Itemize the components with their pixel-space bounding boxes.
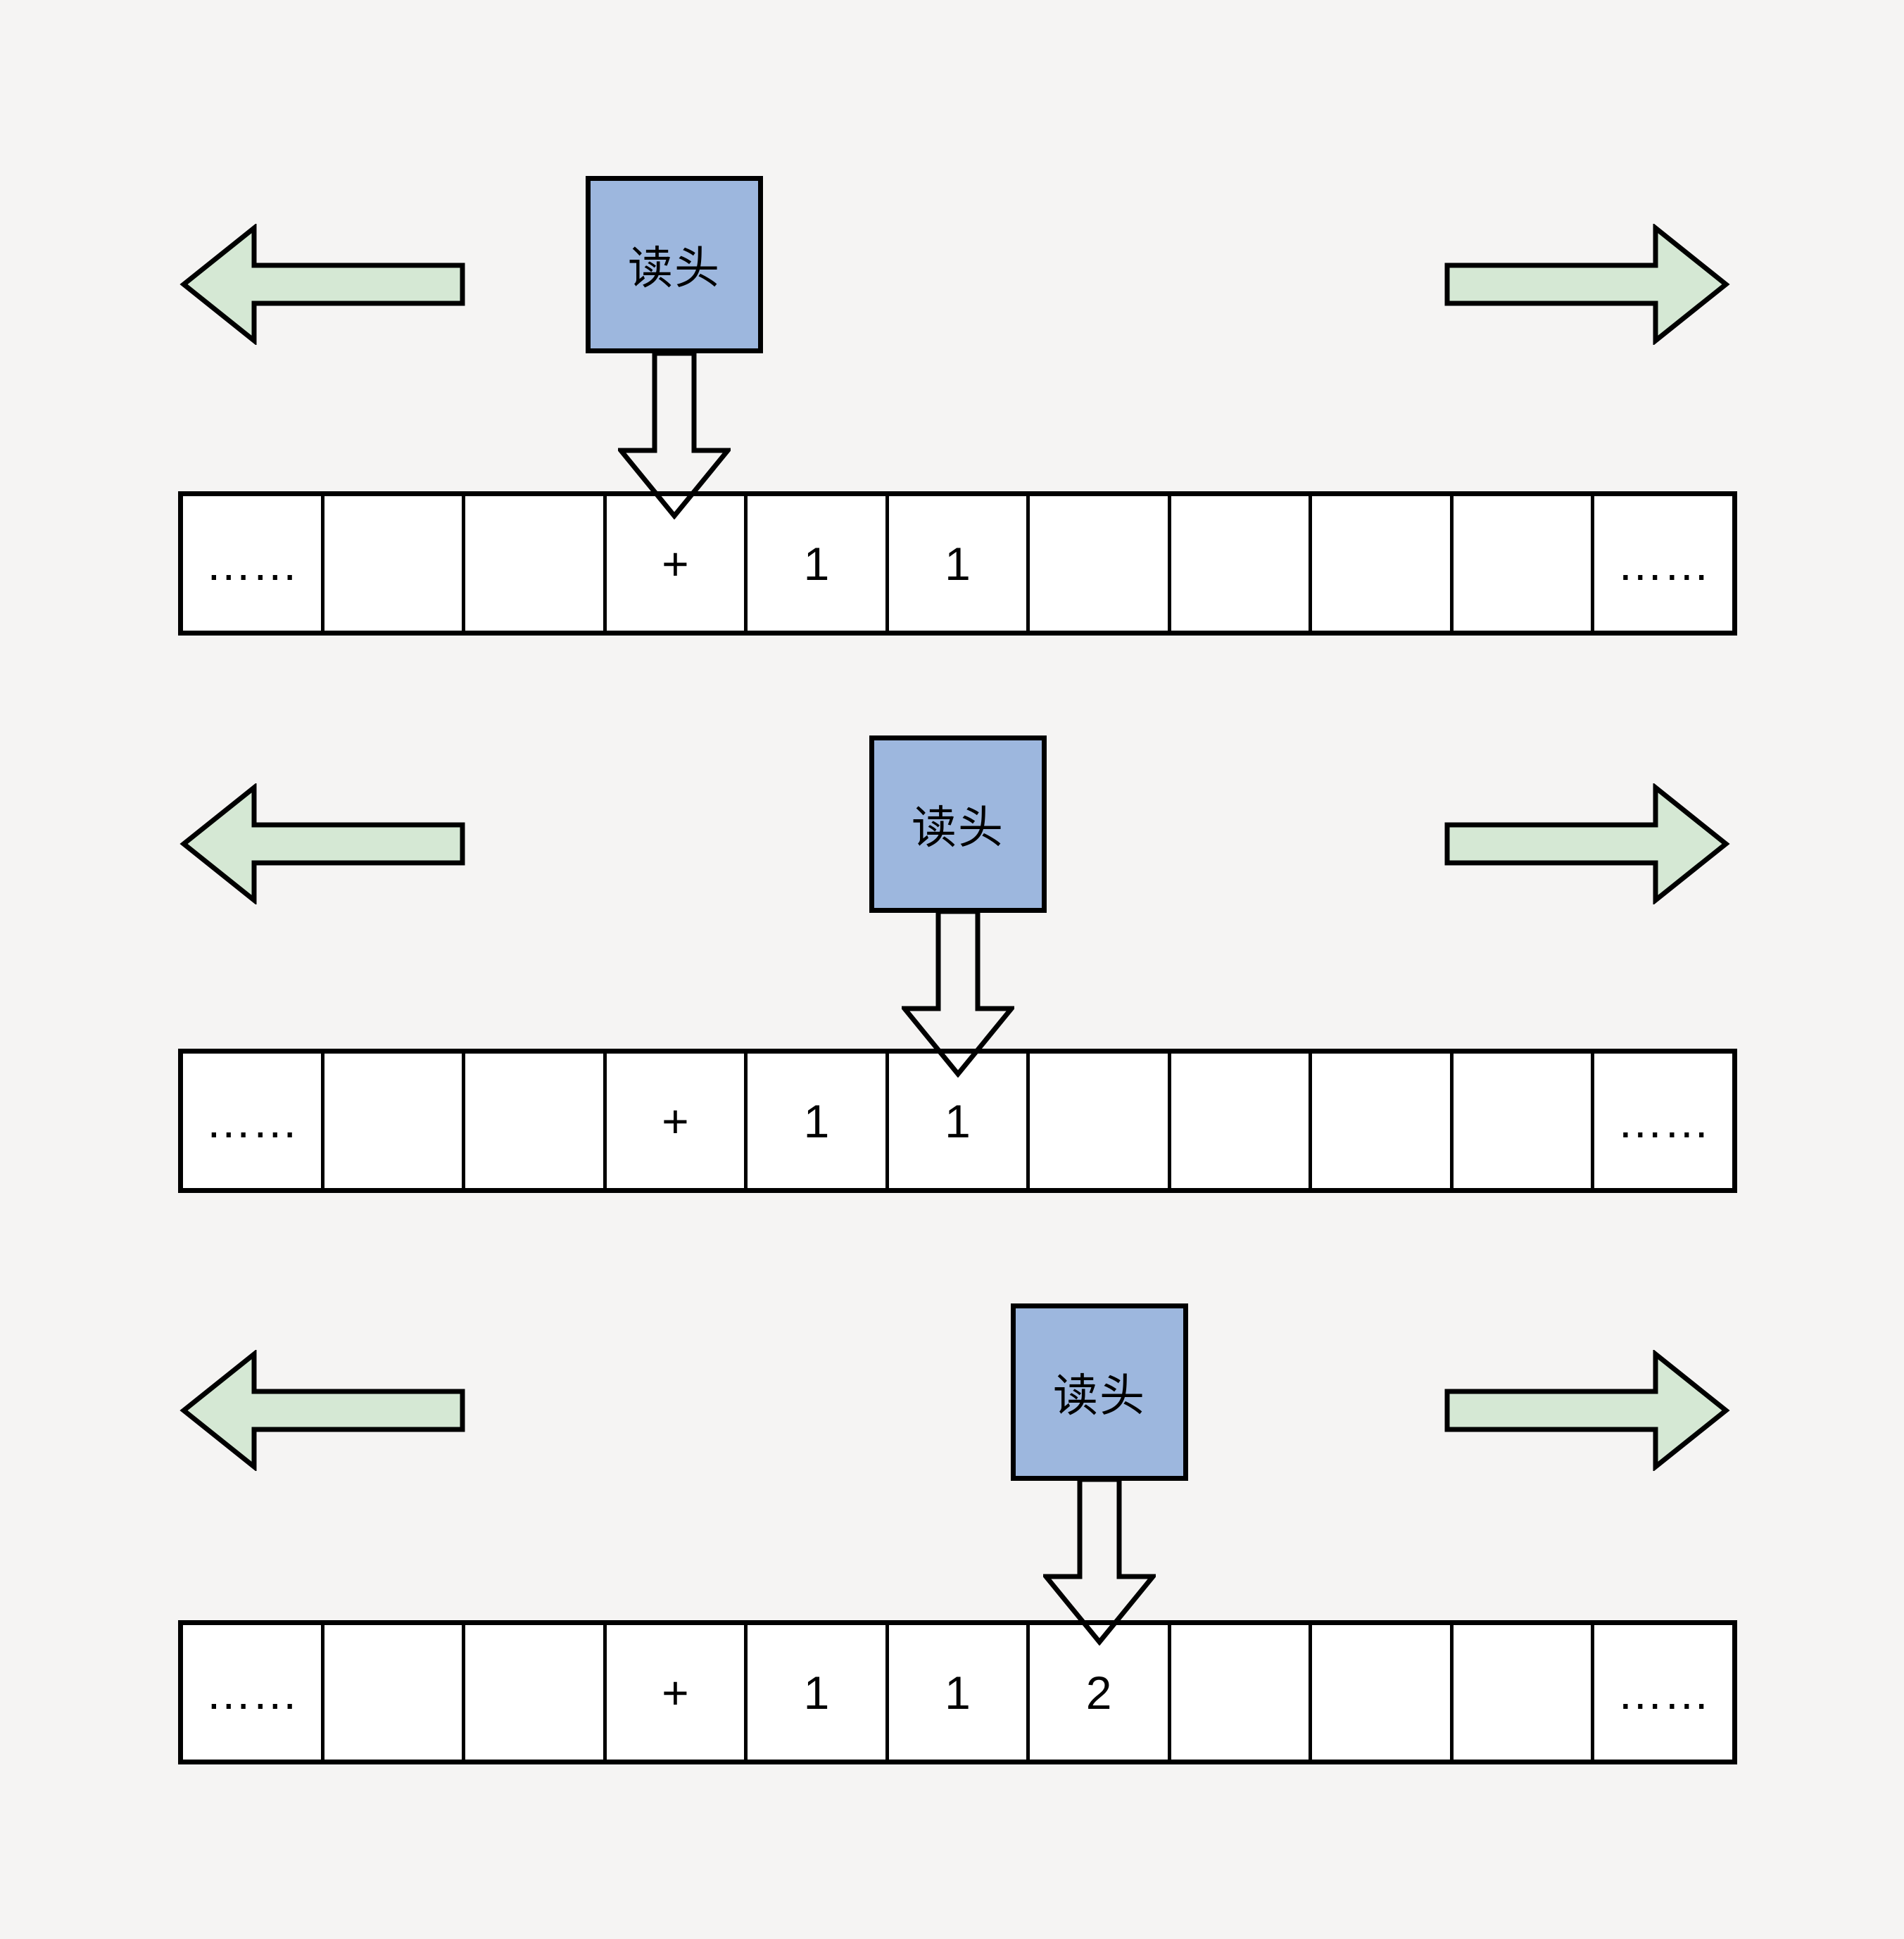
read-head-box: 读头	[869, 735, 1047, 913]
tape-cell: ……	[1617, 1094, 1710, 1147]
move-left-arrow-icon	[179, 1350, 465, 1471]
read-head-label: 读头	[1053, 1370, 1146, 1421]
tape-cell	[1454, 496, 1595, 631]
tape-cell: ……	[1617, 537, 1710, 590]
tape: …… + 1 1 2 ……	[178, 1620, 1737, 1764]
tape-cell	[1312, 1625, 1454, 1760]
tape-cell	[465, 1054, 607, 1188]
read-head-box: 读头	[1011, 1303, 1188, 1481]
tape-cell	[1171, 1054, 1313, 1188]
move-left-arrow-icon	[179, 224, 465, 345]
tape-cell	[1312, 1054, 1454, 1188]
tape-cell: +	[607, 1625, 748, 1760]
tape-cell	[1454, 1625, 1595, 1760]
move-right-arrow-icon	[1444, 783, 1730, 904]
tape-cell: +	[607, 1054, 748, 1188]
tape-cell	[1171, 1625, 1313, 1760]
head-pointer-down-arrow-icon	[902, 909, 1014, 1078]
move-right-arrow-icon	[1444, 1350, 1730, 1471]
tape-cell	[1030, 496, 1171, 631]
tape-cell	[324, 1625, 466, 1760]
head-pointer-down-arrow-icon	[618, 350, 731, 519]
tape-cell: 2	[1030, 1625, 1171, 1760]
tape-cell	[1454, 1054, 1595, 1188]
move-right-arrow-icon	[1444, 224, 1730, 345]
tape-cell: 1	[748, 496, 889, 631]
tape-cell: 1	[889, 1625, 1030, 1760]
tape-cell	[324, 1054, 466, 1188]
tape-cell: +	[607, 496, 748, 631]
tape-cell	[1030, 1054, 1171, 1188]
read-head-label: 读头	[628, 243, 721, 293]
tape-cell: ……	[183, 1054, 324, 1188]
tape-cell: ……	[183, 496, 324, 631]
tape-cell	[465, 1625, 607, 1760]
tape-cell: 1	[748, 1625, 889, 1760]
tape-cell: 1	[889, 1054, 1030, 1188]
tape-cell	[1312, 496, 1454, 631]
read-head-box: 读头	[586, 176, 763, 353]
head-pointer-down-arrow-icon	[1043, 1477, 1156, 1646]
tape: …… + 1 1 ……	[178, 491, 1737, 636]
tape-cell: ……	[1617, 1666, 1710, 1719]
tape-cell	[1171, 496, 1313, 631]
tape-cell	[324, 496, 466, 631]
move-left-arrow-icon	[179, 783, 465, 904]
tape-cell	[465, 496, 607, 631]
tape-cell: ……	[183, 1625, 324, 1760]
tape-cell: 1	[889, 496, 1030, 631]
read-head-label: 读头	[912, 802, 1004, 853]
tape-cell: 1	[748, 1054, 889, 1188]
